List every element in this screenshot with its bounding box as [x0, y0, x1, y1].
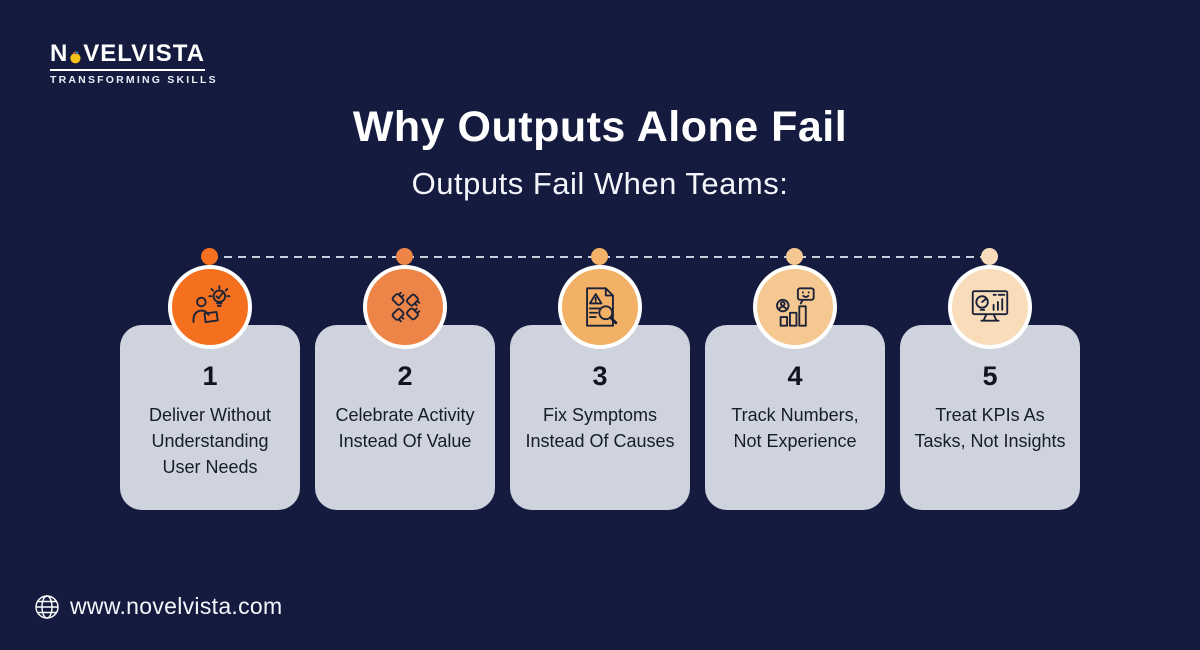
globe-icon	[35, 594, 59, 619]
timeline-dot-4	[786, 248, 803, 265]
timeline-dot-2	[396, 248, 413, 265]
timeline-dot-1	[201, 248, 218, 265]
card-label: Treat KPIs As Tasks, Not Insights	[914, 405, 1066, 451]
logo-o-globe-icon	[69, 45, 82, 66]
timeline-dot-5	[981, 248, 998, 265]
card-label: Track Numbers, Not Experience	[731, 405, 859, 451]
website-url: www.novelvista.com	[70, 593, 283, 619]
team-fist-bump-icon	[363, 265, 447, 349]
logo-brand: N VELVISTA	[50, 42, 205, 66]
logo-letters-rest: VELVISTA	[83, 40, 205, 67]
card-label: Celebrate Activity Instead Of Value	[335, 405, 475, 451]
card-number: 1	[202, 361, 218, 391]
timeline-card-2: 2 Celebrate Activity Instead Of Value	[315, 325, 495, 510]
card-number: 5	[982, 361, 998, 391]
timeline-card-1: 1 Deliver Without Understanding User Nee…	[120, 325, 300, 510]
logo-tagline: TRANSFORMING SKILLS	[50, 74, 218, 86]
card-label: Deliver Without Understanding User Needs	[148, 405, 272, 477]
dashboard-monitor-icon	[948, 265, 1032, 349]
novelvista-logo: N VELVISTA TRANSFORMING SKILLS	[50, 42, 218, 86]
user-research-laptop-bulb-icon	[168, 265, 252, 349]
timeline-dot-3	[591, 248, 608, 265]
timeline-card-4: 4 Track Numbers, Not Experience	[705, 325, 885, 510]
metrics-feedback-chart-icon	[753, 265, 837, 349]
timeline-card-3: 3 Fix Symptoms Instead Of Causes	[510, 325, 690, 510]
card-number: 4	[787, 361, 803, 391]
card-number: 3	[592, 361, 608, 391]
logo-divider	[50, 69, 205, 71]
footer: www.novelvista.com	[34, 593, 282, 620]
logo-letter-n: N	[50, 40, 69, 67]
card-number: 2	[397, 361, 413, 391]
issue-report-magnifier-icon	[558, 265, 642, 349]
timeline-card-5: 5 Treat KPIs As Tasks, Not Insights	[900, 325, 1080, 510]
page-subtitle: Outputs Fail When Teams:	[411, 166, 789, 201]
card-label: Fix Symptoms Instead Of Causes	[525, 405, 675, 451]
page-title: Why Outputs Alone Fail	[352, 103, 848, 151]
